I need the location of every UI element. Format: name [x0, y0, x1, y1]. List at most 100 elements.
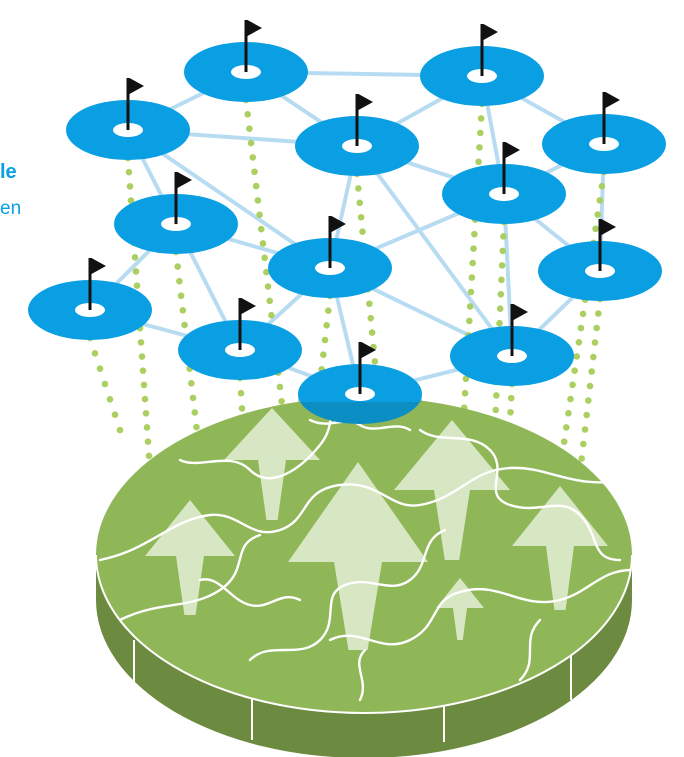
- connector-dot: [356, 199, 364, 207]
- connector-dot: [174, 263, 182, 270]
- flag-icon: [126, 78, 144, 130]
- connector-dot: [133, 282, 141, 289]
- connector-dot: [466, 303, 474, 310]
- connector-dot: [181, 321, 188, 329]
- connector-dot: [244, 111, 251, 118]
- flag-icon: [174, 172, 192, 224]
- connector-dot: [257, 225, 265, 233]
- connector-dot: [125, 168, 133, 176]
- flag-icon: [510, 304, 528, 356]
- connector-dot: [321, 336, 329, 344]
- connector-dot: [320, 351, 327, 358]
- connector-dot: [188, 379, 195, 387]
- connector-dot: [590, 353, 597, 361]
- connector-dot: [259, 240, 267, 247]
- connector-dot: [101, 380, 109, 388]
- network-node: [268, 216, 392, 298]
- connector-dot: [562, 424, 570, 431]
- arrow-up-icon: [512, 486, 608, 610]
- flag-icon: [502, 142, 520, 194]
- connector-dot: [569, 381, 576, 389]
- arrow-up-icon: [288, 462, 428, 650]
- growth-arrows: [145, 408, 608, 650]
- connector-dot: [247, 139, 255, 147]
- connector-dot: [246, 125, 253, 132]
- flag-icon: [598, 219, 616, 271]
- connector-dot: [193, 423, 200, 431]
- connector-dot: [371, 358, 379, 365]
- connector-dot: [595, 310, 602, 317]
- connector-dot: [111, 411, 119, 418]
- connector-dot: [367, 314, 375, 322]
- connector-dot: [137, 339, 145, 346]
- connector-dot: [176, 277, 183, 285]
- connector-dot: [127, 197, 135, 204]
- connector-dot: [256, 211, 263, 219]
- connector-dot: [263, 268, 270, 276]
- connector-dot: [467, 288, 475, 296]
- connector-dot: [278, 398, 285, 405]
- connector-dot: [96, 365, 104, 372]
- connector-dot: [355, 185, 362, 192]
- connector-dot: [596, 197, 604, 204]
- flag-icon: [355, 94, 373, 146]
- arrow-up-icon: [436, 578, 484, 640]
- connector-dot: [191, 409, 199, 416]
- connector-dot: [276, 383, 284, 391]
- arrow-up-icon: [394, 420, 510, 560]
- connector-dot: [264, 283, 272, 290]
- connector-dot: [357, 213, 365, 221]
- connector-dot: [476, 144, 483, 151]
- connector-dot: [252, 182, 260, 190]
- flag-icon: [244, 20, 262, 72]
- connector-dot: [583, 411, 590, 419]
- connector-dot: [477, 115, 485, 122]
- connector-dot: [507, 394, 515, 402]
- puzzle-base-disc: [95, 397, 633, 757]
- connector-dot: [468, 274, 476, 281]
- connector-dot: [131, 253, 139, 261]
- network-node: [450, 304, 574, 386]
- connector-dot: [251, 168, 258, 176]
- connector-dot: [592, 225, 599, 233]
- connector-dot: [560, 438, 568, 445]
- connector-dot: [497, 290, 505, 298]
- node-pad-shadow: [298, 394, 422, 424]
- connector-dot: [140, 381, 148, 389]
- puzzle-cut-lines: [98, 397, 632, 702]
- connector-dot: [359, 228, 366, 235]
- connector-dot: [145, 452, 153, 460]
- connector-dot: [249, 154, 257, 161]
- connector-dot: [579, 310, 587, 318]
- connector-dot: [581, 426, 589, 433]
- connector-dot: [571, 367, 578, 374]
- connector-dot: [138, 353, 146, 360]
- connector-dot: [238, 405, 246, 412]
- connector-dot: [144, 438, 152, 445]
- flag-icon: [358, 342, 376, 394]
- connector-dot: [471, 230, 478, 238]
- side-text-line-1: le: [0, 161, 17, 183]
- connector-dot: [588, 368, 595, 375]
- connector-dot: [507, 408, 514, 416]
- connector-dot: [469, 259, 476, 267]
- connector-dot: [591, 339, 599, 346]
- connector-dot: [500, 233, 507, 240]
- connector-dot: [177, 292, 185, 300]
- connector-dot: [492, 406, 500, 414]
- connector-dot: [580, 440, 587, 448]
- connector-dot: [470, 245, 477, 252]
- connector-dot: [496, 319, 503, 327]
- disc-rim-line: [95, 554, 633, 714]
- connector-dot: [91, 350, 99, 357]
- connector-dot: [106, 396, 114, 403]
- connector-dot: [498, 276, 505, 284]
- connector-dot: [575, 338, 583, 346]
- arrow-up-icon: [145, 500, 235, 615]
- connector-dot: [498, 262, 506, 269]
- connector-dot: [466, 317, 473, 325]
- flag-icon: [238, 298, 256, 350]
- network-node: [538, 219, 662, 301]
- connector-dot: [462, 375, 470, 383]
- network-node: [542, 92, 666, 174]
